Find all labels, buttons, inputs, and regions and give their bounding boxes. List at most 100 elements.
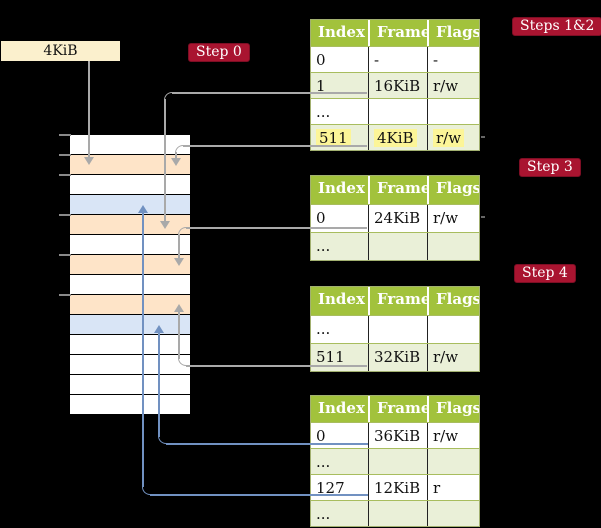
connector-corner (142, 487, 150, 495)
col-header-frame: Frame (368, 396, 427, 422)
memory-cell (70, 395, 190, 415)
page-table-final-level: Index Frame Flags 0 36KiB r/w ... 127 12… (310, 395, 480, 527)
tick-mark (59, 134, 71, 136)
memory-cell (70, 355, 190, 375)
table-cell: 32KiB (368, 344, 427, 371)
connector-stub (481, 136, 485, 138)
col-header-flags: Flags (427, 396, 479, 422)
table-cell: ... (316, 453, 331, 471)
arrowhead-up-icon (138, 205, 148, 213)
table-cell: ... (316, 320, 331, 338)
table-cell: 12KiB (368, 475, 427, 500)
memory-cell (70, 375, 190, 395)
tick-mark (59, 154, 71, 156)
table-cell: r/w (427, 344, 479, 371)
table-cell: 127 (316, 479, 345, 497)
table-row-highlighted: 511 4KiB r/w (311, 124, 479, 150)
table-cell (368, 233, 427, 260)
table-row: ... (311, 98, 479, 124)
col-header-frame: Frame (368, 20, 427, 46)
col-header-index: Index (318, 399, 365, 417)
table-row: ... (311, 500, 479, 526)
table-cell: - (368, 47, 427, 72)
highlight: r/w (433, 129, 465, 147)
badge-step-3: Step 3 (519, 158, 581, 177)
memory-cell (70, 175, 190, 195)
col-header-flags: Flags (427, 20, 479, 46)
connector-corner (164, 92, 172, 100)
connector-base-to-4kib (88, 61, 90, 157)
table-cell (427, 449, 479, 474)
badge-step-4: Step 4 (514, 264, 576, 283)
arrowhead-up-icon (154, 325, 164, 333)
table-cell: 0 (316, 427, 326, 445)
page-table-step-4: Index Frame Flags ... 511 32KiB r/w (310, 286, 480, 372)
col-header-frame: Frame (368, 176, 427, 204)
connector-t4-row0-vertical (158, 333, 160, 437)
table-cell: 4KiB (368, 125, 427, 150)
arrowhead-down-icon (171, 158, 181, 166)
col-header-flags: Flags (427, 287, 479, 315)
connector-t1-row1-vertical (164, 99, 166, 221)
table-row: 0 36KiB r/w (311, 422, 479, 448)
arrowhead-down-icon (160, 221, 170, 229)
badge-steps-1-2: Steps 1&2 (512, 17, 601, 36)
table-cell (368, 501, 427, 526)
table-header-row: Index Frame Flags (311, 20, 479, 46)
table-row: 0 24KiB r/w (311, 204, 479, 232)
table-row: ... (311, 448, 479, 474)
table-cell: r/w (427, 205, 479, 232)
memory-cell (70, 315, 190, 335)
memory-cell (70, 135, 190, 155)
table-cell: 36KiB (368, 423, 427, 448)
col-header-index: Index (318, 23, 365, 41)
col-header-frame: Frame (368, 287, 427, 315)
table-row: ... (311, 315, 479, 343)
arrowhead-up-icon (174, 304, 184, 312)
table-row: 511 32KiB r/w (311, 343, 479, 371)
table-row: 1 16KiB r/w (311, 72, 479, 98)
connector-t1-row511-to-4kib (183, 145, 367, 147)
memory-cell (70, 155, 190, 175)
col-header-index: Index (318, 179, 365, 197)
table-cell: 511 (311, 125, 368, 150)
table-cell (368, 99, 427, 124)
highlight: 511 (316, 129, 351, 147)
memory-cell (70, 195, 190, 215)
table-cell: 1 (316, 77, 326, 95)
table-cell (427, 233, 479, 260)
table-cell: 0 (316, 51, 326, 69)
connector-stub (481, 216, 485, 218)
memory-cell (70, 335, 190, 355)
memory-cell (70, 255, 190, 275)
table-cell: 0 (316, 209, 326, 227)
table-cell (427, 501, 479, 526)
connector-t3-row511-to-32kib (186, 365, 367, 367)
physical-memory-stack (70, 134, 190, 415)
memory-cell (70, 275, 190, 295)
connector-t4-row127-to-12kib (150, 494, 368, 496)
arrowhead-down-icon (84, 157, 94, 165)
connector-corner (178, 227, 186, 235)
table-header-row: Index Frame Flags (311, 396, 479, 422)
connector-t2-row0-vertical (178, 234, 180, 258)
table-cell (427, 316, 479, 343)
table-cell: - (427, 47, 479, 72)
highlight: 4KiB (374, 129, 417, 147)
connector-corner (158, 436, 166, 444)
table-row: 0 - - (311, 46, 479, 72)
arrowhead-down-icon (174, 258, 184, 266)
table-cell: r (427, 475, 479, 500)
tick-mark (59, 174, 71, 176)
memory-cell (70, 295, 190, 315)
tick-mark (59, 254, 71, 256)
col-header-index: Index (318, 290, 365, 308)
connector-t4-row0-to-36kib (166, 443, 368, 445)
tick-mark (59, 294, 71, 296)
table-cell: ... (316, 237, 331, 255)
table-cell: ... (316, 103, 331, 121)
connector-t2-row0-to-24kib (186, 227, 367, 229)
table-cell (368, 316, 427, 343)
connector-t1-row511-vertical (175, 152, 177, 158)
table-cell: 24KiB (368, 205, 427, 232)
